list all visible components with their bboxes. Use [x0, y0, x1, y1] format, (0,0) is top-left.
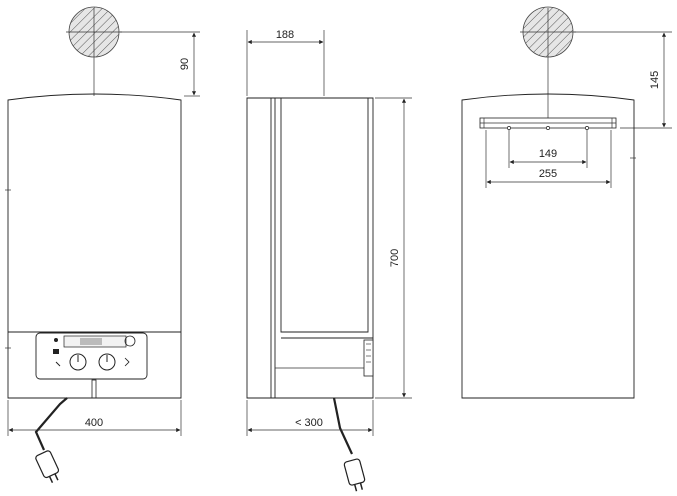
dim-label-rear-clearance: 145: [649, 71, 661, 89]
control-panel: [35, 332, 148, 380]
power-cord-front: [34, 397, 68, 451]
indicator-icon: [54, 338, 58, 342]
rear-view: 145 149 255: [461, 6, 672, 399]
side-view: 188 700 < 300: [246, 29, 412, 492]
side-cover: [280, 98, 369, 333]
flow-icon: [124, 357, 130, 367]
brand-logo-icon: [124, 335, 136, 347]
mode-icon: [53, 349, 59, 354]
bracket-hole: [585, 126, 589, 130]
dim-label-bracket-outer: 255: [539, 168, 557, 180]
power-plug-front-icon: [35, 450, 60, 483]
front-view: 90 400: [5, 6, 200, 483]
side-appliance-body: [246, 97, 374, 399]
display-digits: [80, 338, 102, 345]
dim-label-bracket-inner: 149: [539, 148, 557, 160]
front-appliance-body: [7, 93, 182, 399]
dim-label-side-depth-bottom: < 300: [295, 417, 323, 429]
power-cord-side: [332, 397, 353, 455]
outlet-pipe: [91, 379, 97, 399]
dim-label-side-height: 700: [389, 249, 401, 267]
rear-appliance-body: [461, 93, 635, 399]
power-plug-side-icon: [343, 458, 366, 492]
temp-icon: [55, 361, 61, 367]
side-knob: [363, 339, 374, 377]
bracket-hole: [546, 126, 550, 130]
dim-label-side-depth-top: 188: [276, 29, 294, 41]
bracket-hole: [507, 126, 511, 130]
dim-label-front-width: 400: [85, 417, 103, 429]
dim-label-front-clearance: 90: [179, 58, 191, 70]
